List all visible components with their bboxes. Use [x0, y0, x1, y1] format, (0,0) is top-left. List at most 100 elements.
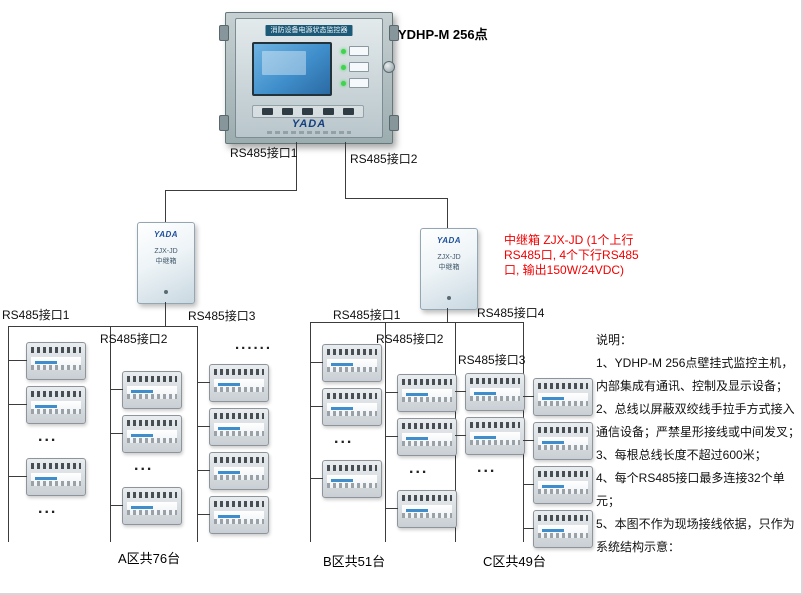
group-total-label: B区共51台	[323, 554, 386, 569]
note-line: 通信设备；严禁星形接线或中间发叉；	[596, 425, 801, 439]
repeater-model: ZJX-JD	[437, 254, 461, 261]
repeater-note-line: 口, 输出150W/24VDC)	[504, 263, 625, 277]
device-bus-column: ...	[385, 374, 457, 528]
uplink-wire	[296, 142, 297, 190]
notes-block: 说明：1、YDHP-M 256点壁挂式监控主机，内部集成有通讯、控制及显示设备；…	[596, 329, 801, 559]
power-monitor-module	[8, 386, 86, 424]
bus-port-label: RS485接口1	[2, 308, 70, 322]
power-monitor-module	[523, 510, 593, 548]
mounting-ear	[389, 25, 399, 41]
power-monitor-module	[310, 344, 382, 382]
ellipsis-more-devices: ...	[334, 430, 354, 447]
bus-wire	[310, 322, 311, 542]
uplink-wire	[447, 198, 448, 228]
bus-wire	[165, 302, 166, 326]
uplink-wire	[165, 190, 166, 222]
panel-screen	[252, 42, 332, 96]
note-line: 2、总线以屏蔽双绞线手拉手方式接入	[596, 402, 795, 416]
bus-wire	[8, 326, 9, 542]
uplink-wire	[345, 142, 346, 198]
power-monitor-module	[385, 490, 457, 528]
panel-button	[261, 108, 273, 115]
uplink-port-label: RS485接口2	[350, 152, 418, 166]
power-monitor-module	[197, 408, 269, 446]
note-line: 内部集成有通讯、控制及显示设备；	[596, 379, 789, 393]
panel-indicators	[341, 46, 369, 88]
device-bus-column: ......	[8, 342, 86, 524]
repeater-note: 中继箱 ZJX-JD (1个上行 RS485口, 4个下行RS485 口, 输出…	[504, 233, 639, 278]
ellipsis-more-devices: ...	[38, 428, 58, 445]
panel-buttons	[252, 105, 364, 118]
uplink-wire	[165, 190, 297, 191]
panel-fineprint	[267, 131, 351, 134]
device-bus-column: ...	[110, 371, 182, 525]
power-monitor-module	[197, 496, 269, 534]
led-icon	[341, 80, 346, 86]
indicator-row	[341, 78, 369, 88]
note-line: 1、YDHP-M 256点壁挂式监控主机，	[596, 356, 794, 370]
repeater-note-line: RS485口, 4个下行RS485	[504, 248, 639, 262]
power-monitor-module	[8, 342, 86, 380]
group-total-label: A区共76台	[118, 551, 181, 566]
indicator-label-box	[349, 62, 369, 72]
repeater-box-left: YADA ZJX-JD 中继箱	[137, 222, 195, 304]
keyhole	[447, 296, 451, 300]
bus-port-label: RS485接口3	[458, 353, 526, 367]
ellipsis-more-devices: ......	[235, 336, 273, 353]
power-monitor-module	[523, 422, 593, 460]
note-line: 系统结构示意：	[596, 540, 681, 554]
indicator-label-box	[349, 46, 369, 56]
power-monitor-module	[310, 388, 382, 426]
device-bus-column: ......	[197, 336, 273, 534]
repeater-name: 中继箱	[155, 258, 177, 265]
bus-wire	[447, 308, 448, 323]
mounting-ear	[389, 115, 399, 131]
device-bus-column: ...	[455, 373, 525, 483]
bus-wire	[110, 326, 111, 542]
uplink-port-label: RS485接口1	[230, 146, 298, 160]
repeater-name: 中继箱	[438, 264, 460, 271]
power-monitor-module	[197, 364, 269, 402]
panel-lock-knob	[383, 61, 395, 73]
bus-port-label: RS485接口1	[333, 308, 401, 322]
note-line: 3、每根总线长度不超过600米；	[596, 448, 767, 462]
led-icon	[341, 48, 346, 54]
panel-button	[302, 108, 314, 115]
power-monitor-module	[110, 415, 182, 453]
panel-title: 消防设备电源状态监控器	[265, 25, 353, 36]
power-monitor-module	[455, 373, 525, 411]
monitor-host-panel: 消防设备电源状态监控器 YADA	[219, 12, 399, 144]
bus-wire	[8, 326, 198, 327]
repeater-box-right: YADA ZJX-JD 中继箱	[420, 228, 478, 310]
brand-logo: YADA	[291, 118, 327, 130]
panel-button	[282, 108, 294, 115]
power-monitor-module	[110, 371, 182, 409]
note-line: 元；	[596, 494, 621, 508]
led-icon	[341, 64, 346, 70]
ellipsis-more-devices: ...	[134, 457, 154, 474]
panel-button	[322, 108, 334, 115]
bus-wire	[197, 326, 198, 542]
bus-port-label: RS485接口4	[477, 306, 545, 320]
power-monitor-module	[523, 378, 593, 416]
group-total-label: C区共49台	[483, 554, 546, 569]
indicator-row	[341, 46, 369, 56]
panel-face: 消防设备电源状态监控器 YADA	[235, 18, 383, 138]
power-monitor-module	[385, 418, 457, 456]
mounting-ear	[219, 25, 229, 41]
note-line: 4、每个RS485接口最多连接32个单	[596, 471, 785, 485]
repeater-model: ZJX-JD	[154, 248, 178, 255]
repeater-note-line: 中继箱 ZJX-JD (1个上行	[504, 233, 634, 247]
ellipsis-more-devices: ...	[477, 459, 497, 476]
note-line: 5、本图不作为现场接线依据，只作为	[596, 517, 795, 531]
bus-port-label: RS485接口2	[376, 332, 444, 346]
bus-wire	[310, 322, 524, 323]
power-monitor-module	[385, 374, 457, 412]
brand-logo: YADA	[436, 236, 462, 245]
device-bus-column: ...	[310, 344, 382, 498]
device-bus-column	[523, 378, 593, 548]
ellipsis-more-devices: ...	[409, 460, 429, 477]
power-monitor-module	[8, 458, 86, 496]
ellipsis-more-devices: ...	[38, 500, 58, 517]
